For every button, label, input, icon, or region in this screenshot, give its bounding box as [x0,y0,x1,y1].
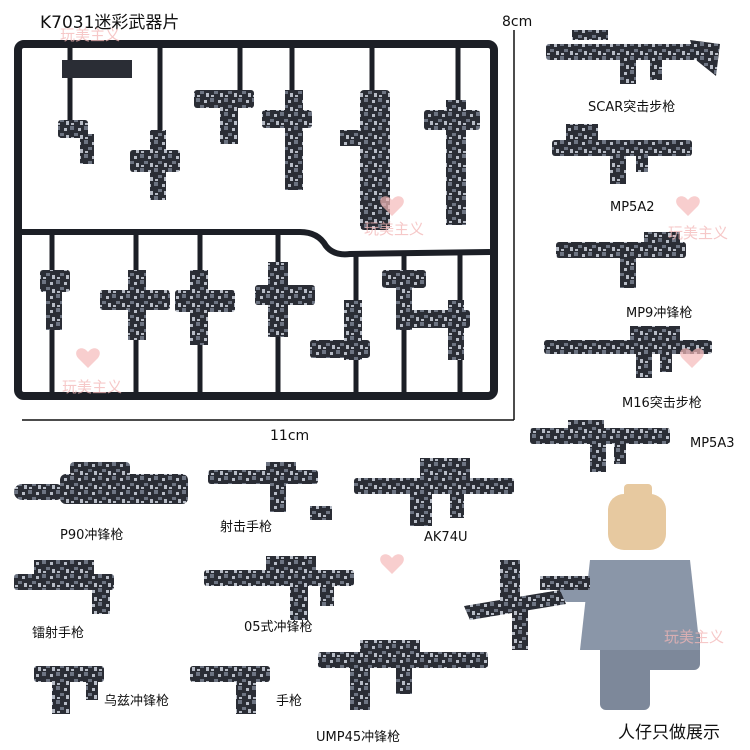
watermark-text: 玩美主义 [60,26,121,44]
pistol-label: 手枪 [276,694,303,709]
p90-label: P90冲锋枪 [60,528,124,543]
ak74u-label: AK74U [424,530,468,545]
watermark-text: 玩美主义 [364,220,425,238]
figure-note-label: 人仔只做展示 [618,723,720,743]
uzi-label: 乌兹冲锋枪 [104,694,170,709]
mp9-label: MP9冲锋枪 [626,306,693,321]
height-dimension-label: 8cm [502,14,533,30]
shooting-pistol-label: 射击手枪 [220,520,273,535]
watermark-text: 玩美主义 [668,224,729,242]
watermark-text: 玩美主义 [664,628,725,646]
laser-pistol-label: 镭射手枪 [32,626,85,641]
ump45-label: UMP45冲锋枪 [316,730,401,745]
m16-label: M16突击步枪 [622,396,702,411]
width-dimension-label: 11cm [270,428,310,444]
page-title: K7031迷彩武器片 [40,13,180,33]
watermark-text: 玩美主义 [62,378,123,396]
mp5a2-label: MP5A2 [610,200,655,215]
type05-smg-label: 05式冲锋枪 [244,620,313,635]
scar-label: SCAR突击步枪 [588,100,676,115]
mp5a3-label: MP5A3 [690,436,735,451]
